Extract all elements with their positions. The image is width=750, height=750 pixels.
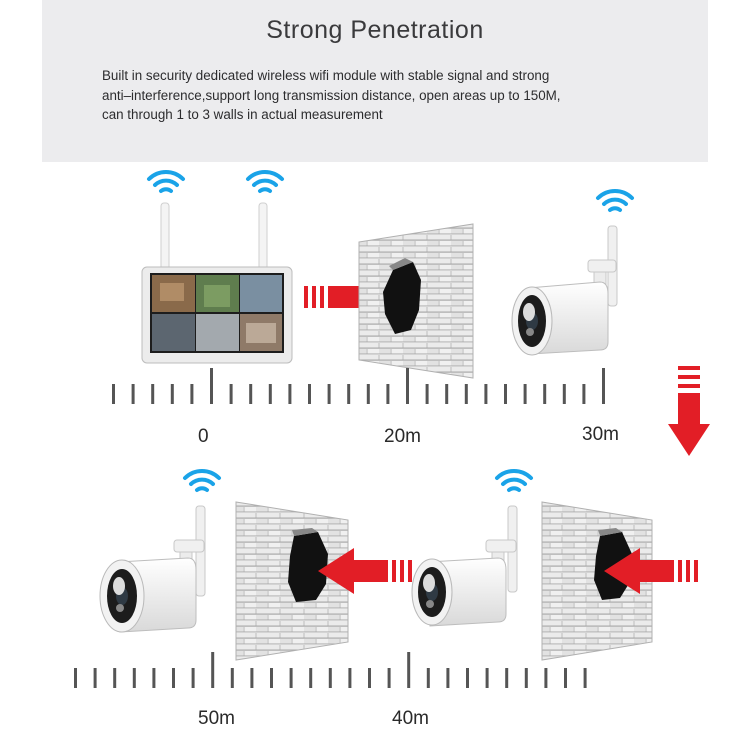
minor-tick — [268, 384, 272, 404]
bullet-camera — [511, 188, 634, 356]
down-arrow — [668, 366, 710, 456]
bullet-camera — [99, 468, 221, 633]
distance-label: 20m — [384, 426, 421, 447]
nvr-monitor — [141, 169, 293, 364]
wifi-icon — [183, 468, 221, 492]
minor-tick — [544, 668, 548, 688]
minor-tick — [152, 668, 156, 688]
description-line: can through 1 to 3 walls in actual measu… — [102, 107, 383, 122]
wifi-icon — [596, 188, 634, 212]
wifi-icon — [147, 169, 185, 193]
minor-tick — [190, 384, 194, 404]
distance-scale — [112, 368, 605, 404]
minor-tick — [583, 668, 587, 688]
minor-tick — [445, 384, 449, 404]
header-banner: Strong Penetration Built in security ded… — [42, 0, 708, 162]
minor-tick — [93, 668, 97, 688]
minor-tick — [366, 384, 370, 404]
minor-tick — [485, 668, 489, 688]
distance-label: 50m — [198, 708, 235, 729]
description-line: Built in security dedicated wireless wif… — [102, 68, 550, 83]
minor-tick — [524, 668, 528, 688]
major-tick — [406, 368, 409, 404]
minor-tick — [446, 668, 450, 688]
minor-tick — [74, 668, 77, 688]
distance-label: 40m — [392, 708, 429, 729]
minor-tick — [308, 384, 311, 404]
minor-tick — [191, 668, 195, 688]
wifi-icon — [495, 468, 533, 492]
major-tick — [407, 652, 411, 688]
bullet-camera — [411, 468, 533, 627]
minor-tick — [562, 384, 566, 404]
distance-scale — [74, 652, 587, 688]
distance-label: 0 — [198, 426, 209, 447]
minor-tick — [425, 384, 429, 404]
major-tick — [211, 652, 215, 688]
minor-tick — [348, 668, 352, 688]
minor-tick — [505, 668, 509, 688]
minor-tick — [523, 384, 527, 404]
minor-tick — [229, 384, 233, 404]
minor-tick — [270, 668, 273, 688]
minor-tick — [543, 384, 547, 404]
distance-label: 30m — [582, 424, 619, 445]
minor-tick — [249, 384, 253, 404]
brick-wall — [235, 501, 349, 661]
minor-tick — [112, 384, 115, 404]
brick-wall — [541, 501, 653, 661]
minor-tick — [132, 668, 136, 688]
minor-tick — [484, 384, 488, 404]
minor-tick — [309, 668, 313, 688]
minor-tick — [564, 668, 567, 688]
minor-tick — [289, 668, 293, 688]
minor-tick — [464, 384, 468, 404]
red-arrow — [318, 548, 412, 594]
red-arrow — [604, 548, 698, 594]
minor-tick — [387, 668, 391, 688]
minor-tick — [466, 668, 469, 688]
minor-tick — [131, 384, 135, 404]
major-tick — [602, 368, 605, 404]
minor-tick — [172, 668, 175, 688]
description: Built in security dedicated wireless wif… — [102, 66, 662, 125]
minor-tick — [426, 668, 430, 688]
brick-wall — [358, 223, 474, 379]
minor-tick — [288, 384, 292, 404]
minor-tick — [250, 668, 254, 688]
minor-tick — [230, 668, 234, 688]
description-line: anti–interference,support long transmiss… — [102, 87, 561, 103]
major-tick — [210, 368, 213, 404]
minor-tick — [368, 668, 371, 688]
minor-tick — [504, 384, 507, 404]
minor-tick — [328, 668, 332, 688]
page-title: Strong Penetration — [266, 16, 484, 44]
wifi-icon — [246, 169, 284, 193]
minor-tick — [386, 384, 390, 404]
minor-tick — [170, 384, 174, 404]
minor-tick — [151, 384, 155, 404]
minor-tick — [582, 384, 586, 404]
minor-tick — [327, 384, 331, 404]
minor-tick — [113, 668, 117, 688]
minor-tick — [347, 384, 351, 404]
